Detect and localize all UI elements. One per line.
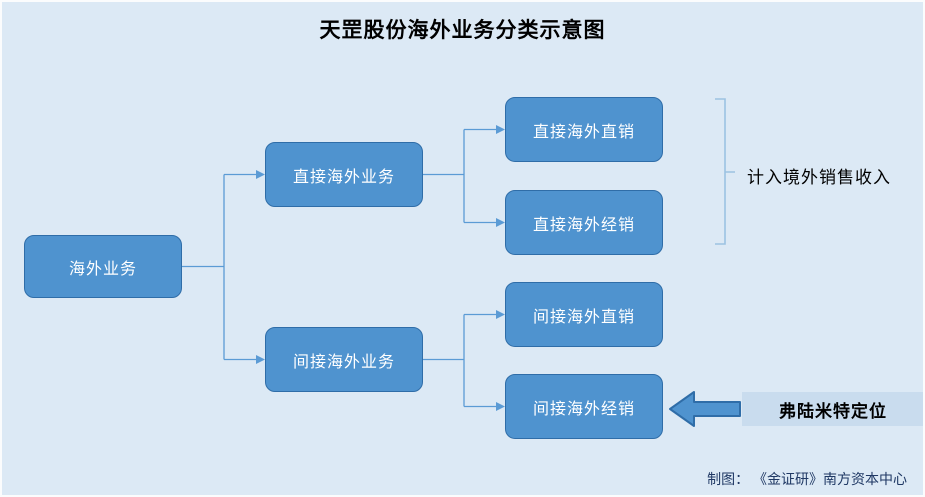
- grouping-bracket: [715, 98, 735, 245]
- node-label: 海外业务: [68, 260, 137, 278]
- node-label: 间接海外经销: [532, 400, 635, 418]
- node-direct-overseas-business: 直接海外业务: [265, 142, 423, 207]
- node-label: 直接海外业务: [292, 168, 395, 186]
- node-overseas-business: 海外业务: [24, 235, 182, 298]
- highlight-label: 弗陆米特定位: [779, 401, 887, 421]
- node-indirect-overseas-business: 间接海外业务: [265, 327, 423, 392]
- highlight-annotation: 弗陆米特定位: [742, 392, 923, 426]
- node-indirect-overseas-retail: 间接海外直销: [505, 282, 663, 347]
- arrowhead-to-indirect-retail: [496, 310, 505, 319]
- connector-root-branch: [182, 173, 256, 361]
- arrowhead-to-indirect: [256, 355, 265, 364]
- node-indirect-overseas-distribution: 间接海外经销: [505, 374, 663, 439]
- connector-direct-branch: [423, 128, 496, 224]
- node-direct-overseas-distribution: 直接海外经销: [505, 190, 663, 255]
- node-label: 间接海外业务: [292, 353, 395, 371]
- arrowhead-to-direct: [256, 170, 265, 179]
- node-label: 间接海外直销: [532, 308, 635, 326]
- credit-line: 制图： 《金证研》南方资本中心: [707, 471, 907, 487]
- arrowhead-to-direct-retail: [496, 125, 505, 134]
- node-label: 直接海外直销: [532, 123, 635, 141]
- node-label: 直接海外经销: [532, 216, 635, 234]
- arrowhead-to-direct-dist: [496, 218, 505, 227]
- block-arrow-left-icon: [669, 391, 741, 427]
- bracket-annotation: 计入境外销售收入: [747, 168, 891, 187]
- node-direct-overseas-retail: 直接海外直销: [505, 97, 663, 162]
- diagram-title: 天罡股份海外业务分类示意图: [319, 19, 606, 42]
- arrowhead-to-indirect-dist: [496, 402, 505, 411]
- connector-indirect-branch: [423, 313, 496, 408]
